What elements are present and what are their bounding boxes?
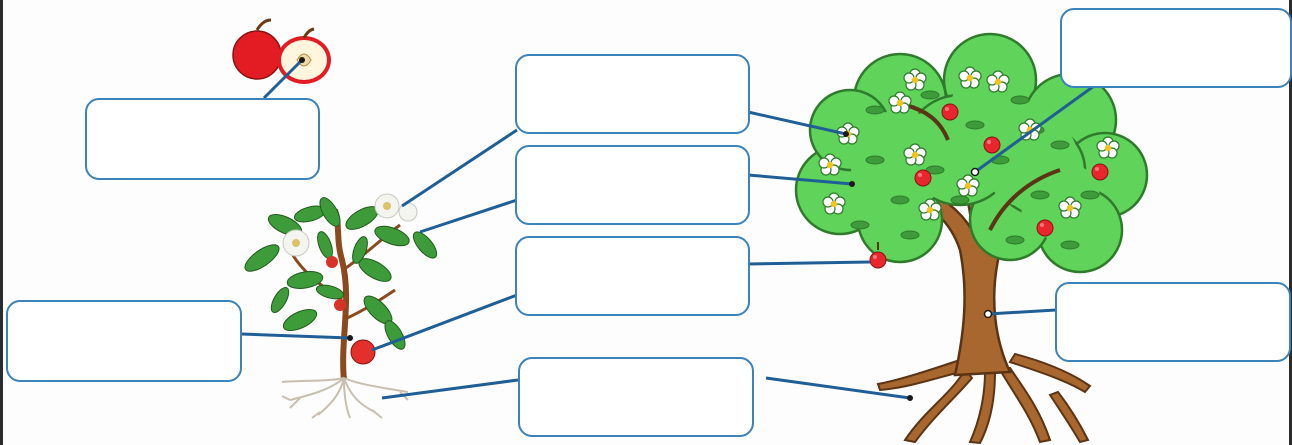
label-box-branch[interactable] <box>1060 8 1292 88</box>
connector-plant-stem <box>241 332 351 340</box>
apple-tree-illustration <box>794 32 1149 445</box>
apple-slice-illustration <box>232 18 331 84</box>
label-box-flower[interactable] <box>515 54 750 134</box>
label-box-stem[interactable] <box>6 300 242 382</box>
plant-roots-icon <box>281 377 409 419</box>
connector-tree-roots <box>765 376 911 400</box>
tree-apples-icon <box>869 103 1109 269</box>
connector-lines <box>241 58 1095 400</box>
label-box-roots[interactable] <box>518 357 754 437</box>
connector-tree-fruit <box>747 260 871 266</box>
tree-roots-icon <box>876 352 1092 445</box>
connector-tree-flower <box>747 110 847 136</box>
label-box-trunk[interactable] <box>1055 282 1291 362</box>
left-frame-edge <box>0 0 3 445</box>
right-frame-edge <box>1289 0 1292 445</box>
label-box-apple-slice[interactable] <box>85 98 320 180</box>
connector-plant-roots <box>381 378 519 400</box>
label-box-leaf[interactable] <box>515 145 750 225</box>
connector-plant-fruit <box>371 293 518 352</box>
young-plant-illustration <box>244 193 438 419</box>
connector-plant-flower <box>401 128 518 208</box>
connector-apple-slice <box>262 58 304 100</box>
connector-tree-leaf <box>747 173 853 186</box>
connector-tree-branch <box>974 84 1095 174</box>
connector-tree-trunk <box>987 308 1057 316</box>
connector-plant-leaf <box>419 198 518 234</box>
plant-flower-icon <box>282 193 418 257</box>
label-box-fruit[interactable] <box>515 236 750 316</box>
plant-fruit-icon <box>326 256 376 365</box>
